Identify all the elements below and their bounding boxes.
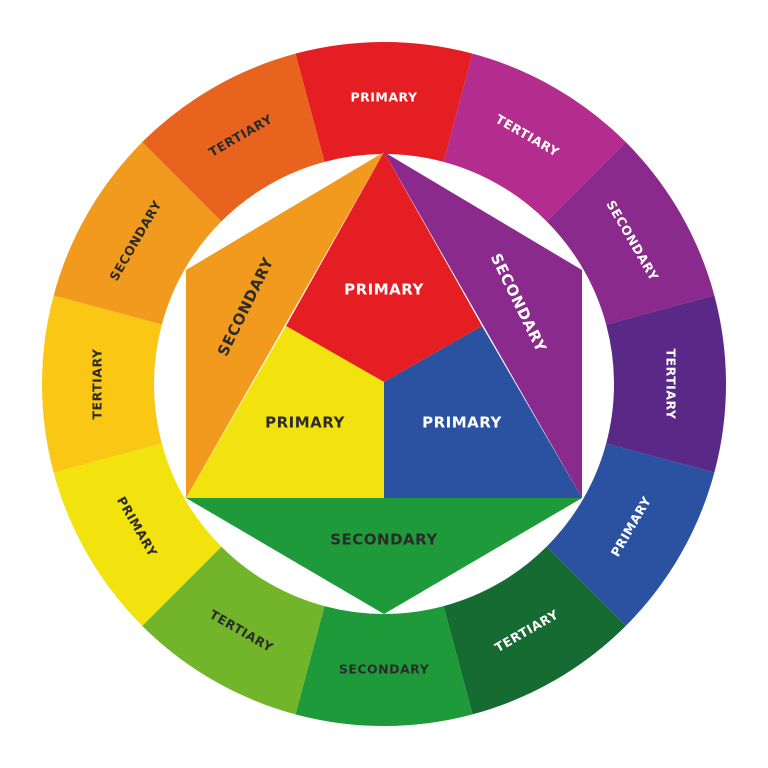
inner-primary-blue-label: PRIMARY	[422, 414, 502, 432]
inner-secondary-green-label: SECONDARY	[330, 531, 438, 549]
inner-secondary-green	[186, 498, 582, 614]
inner-primary-red-label: PRIMARY	[344, 281, 424, 299]
ring-segment	[443, 53, 626, 222]
ring-segment	[142, 53, 325, 222]
inner-primary-red	[286, 152, 482, 382]
outer-ring: PRIMARYTERTIARYSECONDARYTERTIARYPRIMARYT…	[41, 42, 727, 726]
ring-segment	[443, 546, 626, 715]
inner-primary-blue	[384, 326, 582, 498]
ring-segment	[606, 295, 727, 473]
ring-segment	[295, 42, 473, 162]
ring-segment	[295, 606, 473, 726]
inner-hexagon: PRIMARY PRIMARY PRIMARY SECONDARY SECOND…	[186, 152, 582, 614]
inner-secondary-orange	[186, 152, 384, 498]
ring-segment-label: SECONDARY	[339, 662, 430, 677]
ring-segment-label: PRIMARY	[350, 90, 417, 105]
ring-segment	[53, 142, 222, 325]
ring-segment-label: TERTIARY	[664, 349, 679, 420]
ring-segment	[142, 546, 325, 715]
ring-segment	[546, 142, 715, 325]
inner-primary-yellow	[186, 326, 384, 498]
inner-secondary-purple	[384, 152, 582, 498]
ring-segment-label: TERTIARY	[90, 348, 105, 419]
ring-segment	[546, 443, 715, 626]
ring-segment	[41, 295, 162, 473]
ring-segment	[53, 443, 222, 626]
inner-primary-yellow-label: PRIMARY	[265, 414, 345, 432]
